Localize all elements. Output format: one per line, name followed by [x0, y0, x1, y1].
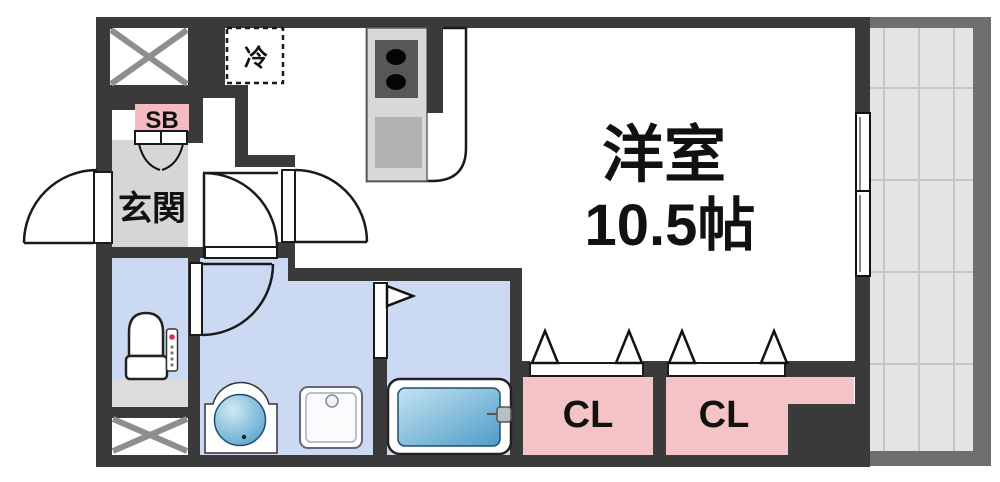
toilet-door-arc [201, 262, 275, 337]
fixtures [124, 311, 513, 456]
room-door-leaf [281, 169, 296, 243]
washing-machine-drum [213, 393, 267, 447]
washroom-doorway-leaf [204, 246, 278, 259]
entrance-label: 玄関 [118, 190, 186, 228]
balcony-floor [869, 28, 973, 451]
entrance-door-arc [22, 168, 98, 245]
toilet-room-strip [112, 380, 188, 407]
toilet-door-leaf [189, 262, 203, 336]
balcony-wall-right [973, 17, 991, 466]
balcony-wall-bottom [869, 451, 991, 466]
washing-machine [204, 381, 278, 454]
toilet-remote-light [169, 334, 175, 340]
refrigerator-space [225, 26, 285, 85]
shoebox-label: SB [145, 107, 178, 134]
vanity-sink [299, 386, 363, 449]
toilet-bowl [127, 311, 165, 358]
bathtub-faucet [496, 406, 512, 423]
bath-door-leaf [373, 282, 388, 359]
window-sash-upper [855, 112, 871, 197]
shaft-x-top [109, 27, 189, 87]
room-door-arc [294, 168, 369, 244]
main-room-size-label: 10.5帖 [585, 193, 756, 258]
closet-left-door-strip [529, 362, 644, 377]
closet-left-floor [523, 377, 653, 455]
doors [22, 130, 789, 377]
labels: SB 玄関 冷 洋室 10.5帖 CL CL [118, 44, 755, 436]
balcony [869, 17, 991, 466]
washing-machine-drain [241, 434, 247, 440]
washroom-door-arc [202, 171, 279, 258]
toilet-remote [165, 328, 179, 372]
vanity-faucet [325, 394, 339, 408]
balcony-wall-top [869, 17, 991, 28]
shaft-boxes [109, 27, 189, 454]
kitchen-wall-stub [427, 17, 443, 113]
bathtub-inner [397, 387, 501, 447]
shoebox-door-swing [138, 143, 184, 171]
wall-corner-overlay [788, 404, 870, 466]
kitchen [225, 17, 468, 183]
window-sash-lower [855, 190, 871, 277]
balcony-window [855, 112, 871, 277]
balcony-tile-grid [869, 28, 973, 451]
refrigerator-label: 冷 [244, 44, 268, 72]
main-room-name-label: 洋室 [602, 121, 726, 190]
shaft-x-bottom [111, 416, 189, 454]
shoebox-floor [135, 104, 189, 131]
kitchen-sink [375, 117, 422, 168]
closet-fold-triangles [530, 327, 789, 365]
closet-left-label: CL [563, 394, 614, 436]
bathtub [386, 377, 513, 456]
closet-right-label: CL [699, 394, 750, 436]
shoebox-door-right [160, 130, 188, 145]
stove-burner-2 [386, 74, 406, 90]
stove-burner-1 [386, 49, 406, 65]
bath-door-flag [385, 284, 417, 308]
toilet-tank [124, 354, 169, 381]
toilet-fixture [124, 311, 179, 381]
entrance-door-leaf [93, 171, 113, 244]
vanity-basin [305, 392, 357, 443]
closet-right-door-strip [667, 362, 786, 377]
entrance-floor [112, 140, 188, 247]
